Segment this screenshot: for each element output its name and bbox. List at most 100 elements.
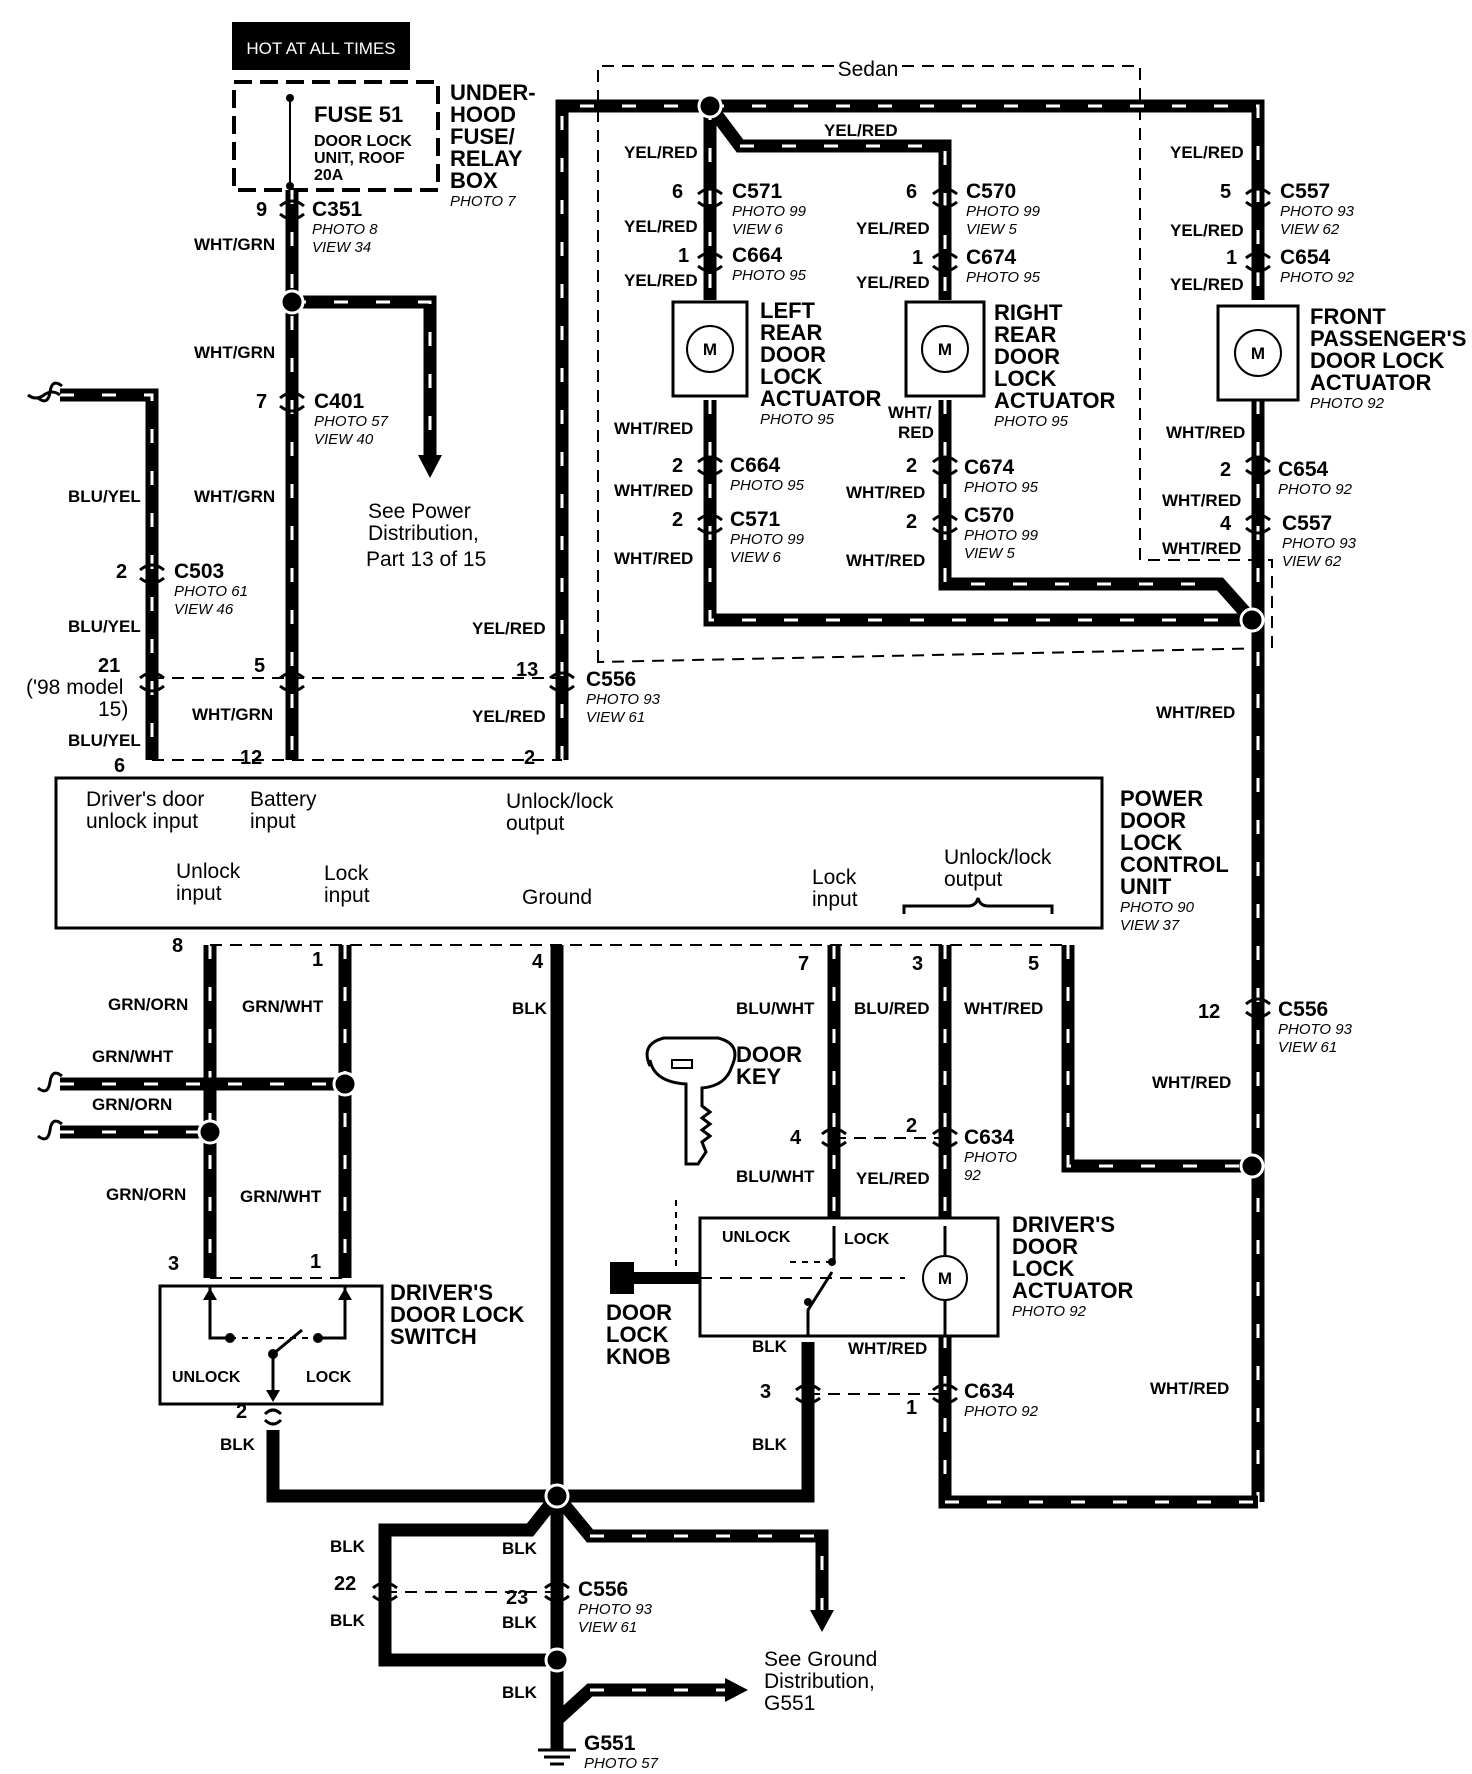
label-connectors-c556-photo: PHOTO 93 bbox=[586, 691, 661, 708]
label-control_unit-unlock_lock_top-1: output bbox=[506, 812, 565, 835]
label-fuse-desc2: UNIT, ROOF bbox=[314, 150, 405, 167]
label-actuators-drivers-lock: LOCK bbox=[844, 1231, 890, 1248]
label-actuators-drivers-lines-2: LOCK bbox=[1012, 1256, 1074, 1281]
label-control_unit-title-3: CONTROL bbox=[1120, 852, 1229, 877]
label-connectors-c556-view: VIEW 61 bbox=[578, 1619, 637, 1636]
label-connectors-c570_top-view: VIEW 5 bbox=[966, 221, 1018, 238]
label-wires-yel_red: YEL/RED bbox=[856, 219, 930, 238]
label-control_unit-title-4: UNIT bbox=[1120, 874, 1172, 899]
label-connectors-c634_top-id: C634 bbox=[964, 1126, 1015, 1149]
label-wires-yel_red: YEL/RED bbox=[824, 121, 898, 140]
sedan-boundary bbox=[597, 65, 1273, 664]
label-wires-yel_red: YEL/RED bbox=[1170, 221, 1244, 240]
label-fuse-desc1: DOOR LOCK bbox=[314, 133, 412, 150]
label-ground_distribution-2: G551 bbox=[764, 1692, 815, 1715]
label-connectors-c351-id: C351 bbox=[312, 198, 363, 221]
splice-nodes bbox=[197, 93, 1265, 1673]
label-actuators-motor: M bbox=[703, 340, 717, 359]
label-connectors-c557_top-view: VIEW 62 bbox=[1280, 221, 1340, 238]
label-wires-blk: BLK bbox=[330, 1537, 366, 1556]
label-connectors-c634_top-photo2: 92 bbox=[964, 1167, 981, 1184]
label-wires-wht_grn: WHT/GRN bbox=[194, 487, 275, 506]
label-fuse-photo: PHOTO 7 bbox=[450, 193, 516, 210]
label-wires-grn_wht: GRN/WHT bbox=[92, 1047, 174, 1066]
underhood-fuse-relay-box: FUSE 51 DOOR LOCK UNIT, ROOF 20A UNDER- … bbox=[232, 80, 536, 210]
label-actuators-front_pass-photo: PHOTO 92 bbox=[1310, 395, 1385, 412]
door-key-icon bbox=[645, 1036, 737, 1278]
label-connectors-c556-photo: PHOTO 93 bbox=[578, 1601, 653, 1618]
label-control_unit-ground: Ground bbox=[522, 886, 592, 909]
label-wires-wht_red: WHT/RED bbox=[614, 549, 693, 568]
label-connectors-c557_top-photo: PHOTO 93 bbox=[1280, 203, 1355, 220]
label-actuators-front_pass-lines-3: ACTUATOR bbox=[1310, 370, 1432, 395]
label-wires-wht_grn: WHT/GRN bbox=[194, 343, 275, 362]
label-connectors-c503-id: C503 bbox=[174, 560, 224, 583]
label-wires-blu_yel: BLU/YEL bbox=[68, 487, 141, 506]
label-wires-grn_orn: GRN/ORN bbox=[106, 1185, 186, 1204]
label-connectors-c654_top-photo: PHOTO 92 bbox=[1280, 269, 1355, 286]
wiring-harness bbox=[27, 99, 1265, 1750]
label-control_unit-pins-5: 5 bbox=[1028, 953, 1039, 975]
label-wires-blk: BLK bbox=[752, 1337, 788, 1356]
label-connectors-c556_right-photo: PHOTO 93 bbox=[1278, 1021, 1353, 1038]
label-wires-wht_red: WHT/RED bbox=[846, 551, 925, 570]
label-connectors-c557_bot-pin: 4 bbox=[1220, 513, 1232, 535]
label-actuators-front_pass-lines-2: DOOR LOCK bbox=[1310, 348, 1445, 373]
label-control_unit-pins-3: 7 bbox=[798, 953, 809, 975]
label-wires-wht_red_split_1: WHT/ bbox=[888, 403, 932, 422]
drivers-door-lock-actuator: M UNLOCK LOCK bbox=[698, 1216, 1000, 1338]
label-connectors-c503-photo: PHOTO 61 bbox=[174, 583, 248, 600]
label-connectors-c556-pins-3: 6 bbox=[114, 755, 125, 777]
label-control_unit-unlock_lock_right-0: Unlock/lock bbox=[944, 846, 1052, 869]
label-switch-pins-2: 2 bbox=[236, 1401, 247, 1423]
label-wires-blk: BLK bbox=[512, 999, 548, 1018]
label-control_unit-pins-1: 1 bbox=[312, 949, 323, 971]
wire-continuation-stubs bbox=[37, 381, 63, 1141]
label-actuators-front_pass-lines-1: PASSENGER'S bbox=[1310, 326, 1466, 351]
label-power_distribution-1: Distribution, bbox=[368, 522, 479, 545]
label-door_lock_knob-1: LOCK bbox=[606, 1322, 668, 1347]
label-fuse-name: FUSE 51 bbox=[314, 102, 403, 127]
label-connectors-c571_top-photo: PHOTO 99 bbox=[732, 203, 807, 220]
label-switch-lock: LOCK bbox=[306, 1369, 352, 1386]
label-connectors-c664_top-id: C664 bbox=[732, 244, 783, 267]
label-power_distribution-2: Part 13 of 15 bbox=[366, 548, 486, 571]
label-wires-blk: BLK bbox=[752, 1435, 788, 1454]
left-rear-actuator: M bbox=[671, 300, 749, 398]
label-connectors-c654_top-id: C654 bbox=[1280, 246, 1331, 269]
label-connectors-c654_top-pin: 1 bbox=[1226, 247, 1237, 269]
label-wires-blu_yel: BLU/YEL bbox=[68, 617, 141, 636]
label-wires-wht_grn: WHT/GRN bbox=[194, 235, 275, 254]
label-connectors-c556-id: C556 bbox=[578, 1578, 628, 1601]
label-wires-wht_red_split_2: RED bbox=[898, 423, 934, 442]
label-connectors-c634_top-pins-0: 4 bbox=[790, 1127, 802, 1149]
label-fuse-box_lines-3: RELAY bbox=[450, 146, 523, 171]
label-connectors-c503-view: VIEW 46 bbox=[174, 601, 234, 618]
label-connectors-c674_top-pin: 1 bbox=[912, 247, 923, 269]
label-wires-yel_red: YEL/RED bbox=[1170, 143, 1244, 162]
label-wires-wht_red: WHT/RED bbox=[846, 483, 925, 502]
label-actuators-drivers-lines-1: DOOR bbox=[1012, 1234, 1078, 1259]
label-control_unit-title-2: LOCK bbox=[1120, 830, 1182, 855]
label-actuators-left_rear-lines-3: LOCK bbox=[760, 364, 822, 389]
label-connectors-c654_bot-id: C654 bbox=[1278, 458, 1329, 481]
label-connectors-c674_bot-id: C674 bbox=[964, 456, 1015, 479]
label-connectors-c351-pin: 9 bbox=[256, 199, 267, 221]
label-connectors-c570_top-id: C570 bbox=[966, 180, 1016, 203]
label-header-hot_label: HOT AT ALL TIMES bbox=[246, 39, 395, 58]
label-actuators-right_rear-lines-3: LOCK bbox=[994, 366, 1056, 391]
label-connectors-c556-pins-7: 23 bbox=[506, 1587, 528, 1609]
connector-marks bbox=[139, 187, 1271, 1603]
label-connectors-c571_bot-photo: PHOTO 99 bbox=[730, 531, 805, 548]
label-door_lock_knob-2: KNOB bbox=[606, 1344, 671, 1369]
label-connectors-g551-photo: PHOTO 57 bbox=[584, 1755, 659, 1772]
label-connectors-c654_bot-pin: 2 bbox=[1220, 459, 1231, 481]
label-actuators-drivers-unlock: UNLOCK bbox=[722, 1229, 791, 1246]
label-fuse-box_lines-1: HOOD bbox=[450, 102, 516, 127]
label-connectors-c664_bot-photo: PHOTO 95 bbox=[730, 477, 805, 494]
label-control_unit-battery-1: input bbox=[250, 810, 296, 833]
label-control_unit-photo: PHOTO 90 bbox=[1120, 899, 1195, 916]
label-connectors-c557_bot-photo: PHOTO 93 bbox=[1282, 535, 1357, 552]
label-fuse-box_lines-4: BOX bbox=[450, 168, 498, 193]
label-connectors-c634_bot-pins-1: 1 bbox=[906, 1397, 917, 1419]
